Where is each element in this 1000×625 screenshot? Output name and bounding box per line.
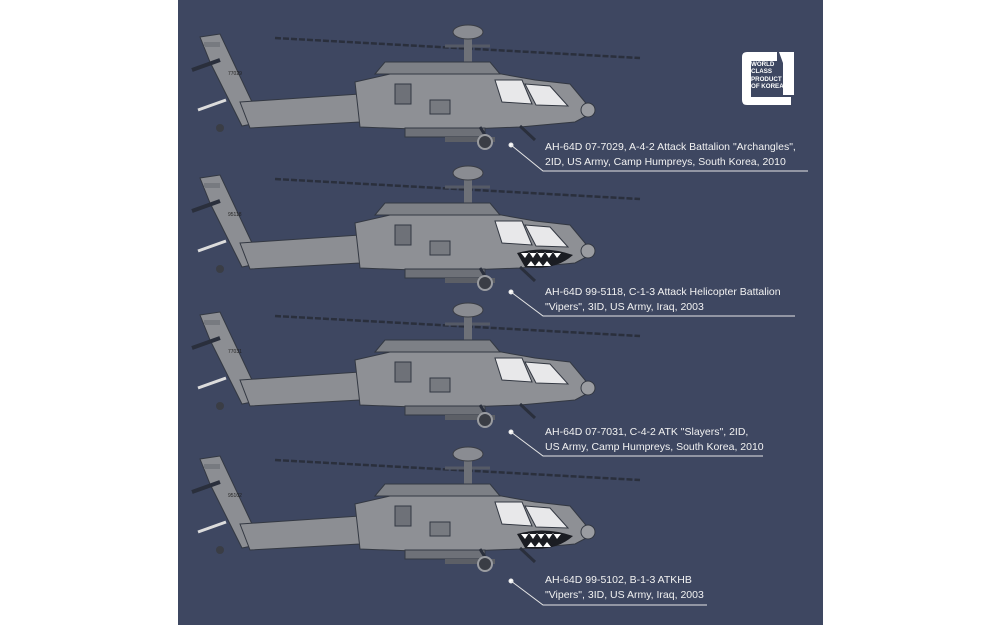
world-class-product-logo: WORLD CLASS PRODUCT OF KOREA [739,49,799,107]
caption-line: AH-64D 07-7031, C-4-2 ATK "Slayers", 2ID… [545,426,749,438]
helicopter-profile: 77029 [192,25,640,149]
tail-number: 95102 [228,493,242,499]
helicopter-profile: 95102 [192,447,640,571]
caption-aircraft-2: AH-64D 99-5118, C-1-3 Attack Helicopter … [545,285,781,315]
logo-text: OF KOREA [751,83,784,91]
logo-text: CLASS [751,68,772,76]
caption-line: AH-64D 07-7029, A-4-2 Attack Battalion "… [545,141,796,153]
tail-number: 77029 [228,71,242,77]
helicopter-profile: 77031 [192,303,640,427]
caption-aircraft-3: AH-64D 07-7031, C-4-2 ATK "Slayers", 2ID… [545,425,764,455]
helicopter-profile: 95118 [192,166,640,290]
tail-number: 95118 [228,212,242,218]
caption-line: 2ID, US Army, Camp Humpreys, South Korea… [545,156,786,168]
caption-line: "Vipers", 3ID, US Army, Iraq, 2003 [545,589,704,601]
caption-aircraft-4: AH-64D 99-5102, B-1-3 ATKHB "Vipers", 3I… [545,573,704,603]
tail-number: 77031 [228,349,242,355]
callout-line [508,429,763,457]
caption-line: "Vipers", 3ID, US Army, Iraq, 2003 [545,301,704,313]
logo-text: PRODUCT [751,75,782,83]
caption-line: AH-64D 99-5118, C-1-3 Attack Helicopter … [545,286,781,298]
callout-line [508,142,808,172]
logo-text: WORLD [751,61,775,68]
caption-line: AH-64D 99-5102, B-1-3 ATKHB [545,574,692,586]
callout-line [508,289,795,317]
caption-aircraft-1: AH-64D 07-7029, A-4-2 Attack Battalion "… [545,140,796,170]
callout-line [508,578,707,606]
caption-line: US Army, Camp Humpreys, South Korea, 201… [545,441,764,453]
